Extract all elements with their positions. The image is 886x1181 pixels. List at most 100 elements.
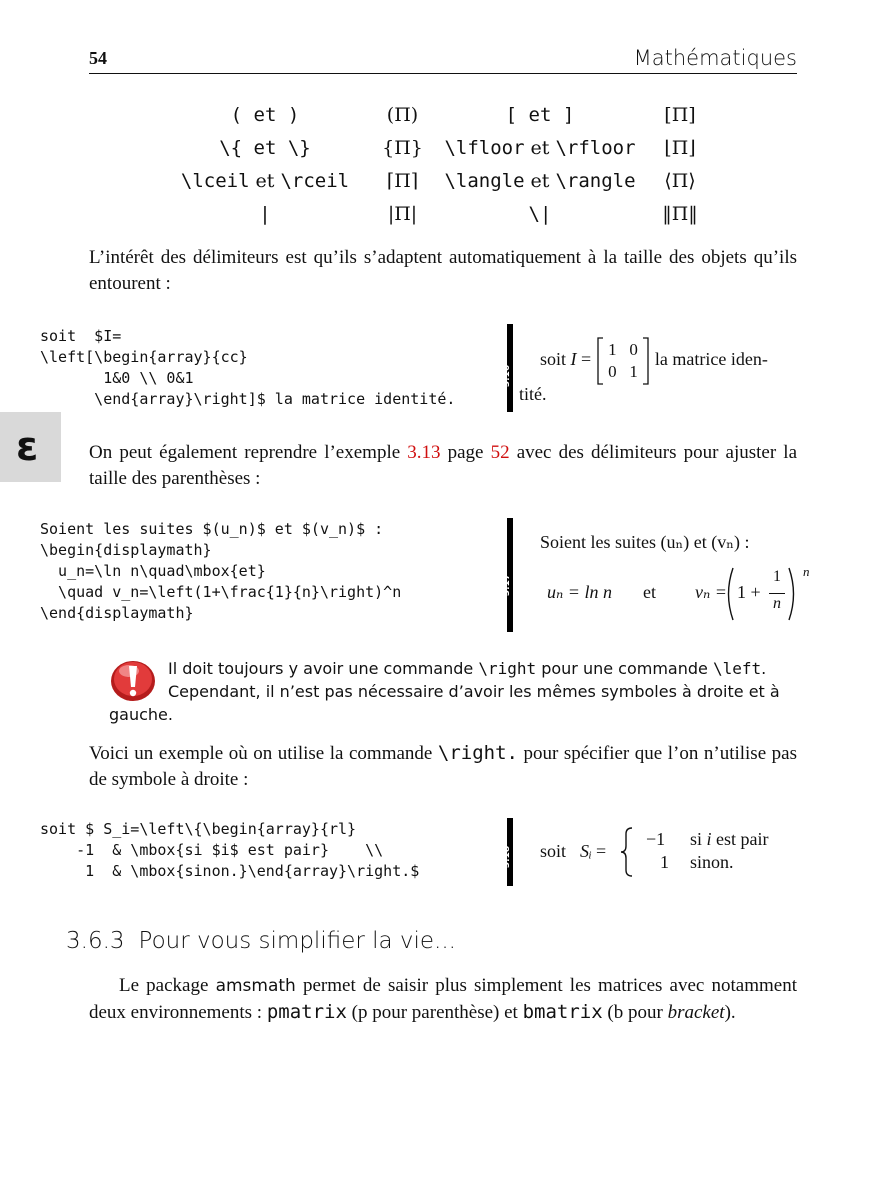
warning-exclamation-icon: [111, 661, 155, 701]
package-name: amsmath: [215, 976, 296, 996]
example-ref-link[interactable]: 3.13: [407, 442, 441, 463]
example-bar: [507, 518, 513, 632]
paragraph-reference: On peut également reprendre l’exemple 3.…: [89, 440, 797, 492]
equals: =: [596, 841, 607, 861]
delimiter-row: \{ et \} {Π} \lfloor et \rfloor ⌊Π⌋: [150, 137, 750, 167]
subsection-title: Pour vous simplifier la vie...: [138, 928, 456, 954]
delim-cmd-right: \rangle: [555, 170, 636, 192]
result-text: la matrice iden-: [654, 349, 768, 370]
delim-cmd-right: \rfloor: [555, 137, 636, 159]
result-3-17-line1: Soient les suites (uₙ) et (vₙ) :: [540, 532, 750, 552]
delim-cmd: \{ et \}: [219, 137, 311, 159]
case1-text-a: si: [690, 829, 707, 849]
delim-result: ⌊Π⌋: [664, 137, 696, 159]
delim-cmd-left: \langle: [444, 170, 525, 192]
var-I: I: [570, 349, 577, 370]
delimiter-row: \lceil et \rceil ⌈Π⌉ \langle et \rangle …: [150, 170, 750, 200]
chapter-epsilon-icon: ε: [16, 424, 39, 470]
delim-cmd: [ et ]: [505, 104, 575, 126]
delim-et: et: [249, 170, 281, 192]
frac-denominator: n: [773, 595, 781, 612]
matrix-cell: 0: [608, 362, 617, 381]
delim-cmd: \langle et \rangle: [440, 170, 640, 192]
env-pmatrix: pmatrix: [266, 1001, 347, 1023]
paragraph-delimiters-intro: L’intérêt des délimiteurs est qu’ils s’a…: [89, 247, 797, 294]
para-text: (p pour parenthèse) et: [346, 1002, 523, 1023]
un-formula: uₙ = ln n: [547, 582, 612, 602]
example-bar: [507, 818, 513, 886]
delim-cmd-left: \lceil: [180, 170, 250, 192]
case2-value: 1: [660, 852, 669, 872]
delim-result: [Π]: [664, 104, 696, 126]
delim-result: |Π|: [387, 203, 418, 225]
warning-text: Il doit toujours y avoir une commande \r…: [168, 657, 808, 703]
delimiter-row: ( et ) (Π) [ et ] [Π]: [150, 104, 750, 134]
result-3-17-formula: uₙ = ln n et vₙ = 1 + 1 n n: [547, 564, 827, 622]
result-3-16: soit I = 1 0 0 1 la matrice iden-: [540, 337, 840, 387]
case2-text: sinon.: [690, 852, 734, 872]
warning-part: Il doit toujours y avoir une commande: [168, 659, 479, 678]
para-text: pour spécifier que l’on n’utilise pas de…: [89, 743, 797, 790]
paragraph-right-dot: Voici un exemple où on utilise la comman…: [89, 740, 797, 793]
warning-part: .: [761, 659, 767, 678]
identity-matrix: 1 0 0 1: [608, 339, 638, 383]
result-text: soit: [540, 349, 571, 370]
matrix-cell: 0: [629, 340, 638, 359]
page-ref-link[interactable]: 52: [490, 442, 510, 463]
code-example-3-16: soit $I= \left[\begin{array}{cc} 1&0 \\ …: [40, 327, 456, 408]
delim-result: ⌈Π⌉: [386, 170, 419, 192]
example-label: 3.18: [502, 845, 513, 869]
delim-cmd: ( et ): [230, 104, 300, 126]
frac-numerator: 1: [773, 568, 781, 585]
case1-text-b: est pair: [711, 829, 769, 849]
var-Si: Sᵢ: [580, 841, 592, 861]
case1-text: si i est pair: [690, 829, 769, 850]
para-text: avec des délimiteurs pour ajuster la tai…: [89, 442, 797, 489]
vn-formula: vₙ =: [695, 582, 727, 602]
delim-cmd-left: \lfloor: [444, 137, 525, 159]
para-text: Le package: [119, 975, 216, 996]
subsection-number: 3.6.3: [66, 928, 125, 954]
right-bracket-icon: [643, 337, 650, 385]
delim-cmd: |: [259, 203, 271, 225]
running-title: Mathématiques: [633, 46, 797, 70]
subsection-heading: 3.6.3 Pour vous simplifier la vie...: [66, 928, 456, 954]
delim-cmd: \|: [528, 203, 552, 225]
case1-var-i: i: [706, 829, 712, 849]
example-label: 3.16: [502, 364, 513, 388]
inline-cmd: \right.: [437, 742, 518, 764]
delimiter-row: | |Π| \| ‖Π‖: [150, 203, 750, 233]
paragraph-amsmath: Le package amsmath permet de saisir plus…: [89, 973, 797, 1026]
para-text: (b pour: [602, 1002, 668, 1023]
delim-result: {Π}: [382, 137, 423, 159]
code-example-3-18: soit $ S_i=\left\{\begin{array}{rl} -1 &…: [40, 820, 420, 880]
exponent: n: [803, 564, 810, 579]
delim-et: et: [524, 170, 556, 192]
equals: =: [576, 349, 596, 370]
delim-cmd-right: \rceil: [280, 170, 350, 192]
et-word: et: [643, 582, 656, 602]
para-text: ).: [724, 1002, 736, 1023]
italic-word: bracket: [667, 1002, 725, 1023]
chapter-tab: [0, 412, 61, 482]
case1-value: −1: [646, 829, 666, 849]
code-example-3-17: Soient les suites $(u_n)$ et $(v_n)$ : \…: [40, 520, 402, 622]
delim-et: et: [524, 137, 556, 159]
page-number: 54: [89, 48, 107, 68]
para-text: permet de saisir plus simplement les mat…: [89, 975, 797, 1023]
frac-bar: [769, 593, 785, 594]
para-text: Voici un exemple où on utilise la comman…: [89, 743, 438, 764]
right-paren-icon: [788, 567, 795, 621]
matrix-cell: 1: [629, 362, 638, 381]
example-bar: [507, 324, 513, 412]
delim-result: ‖Π‖: [662, 203, 698, 225]
delim-cmd: \lceil et \rceil: [150, 170, 380, 192]
result-text-wrap: tité.: [519, 384, 547, 404]
left-brace-icon: [620, 827, 633, 877]
warning-tail: gauche.: [109, 705, 173, 724]
header-rule: [89, 73, 797, 74]
warning-cmd: \right: [478, 659, 537, 678]
result-3-18: soit Sᵢ = −1 si i est pair 1 sinon.: [540, 826, 820, 878]
result-text: soit: [540, 841, 567, 861]
warning-part: Cependant, il n’est pas nécessaire d’avo…: [168, 682, 780, 701]
